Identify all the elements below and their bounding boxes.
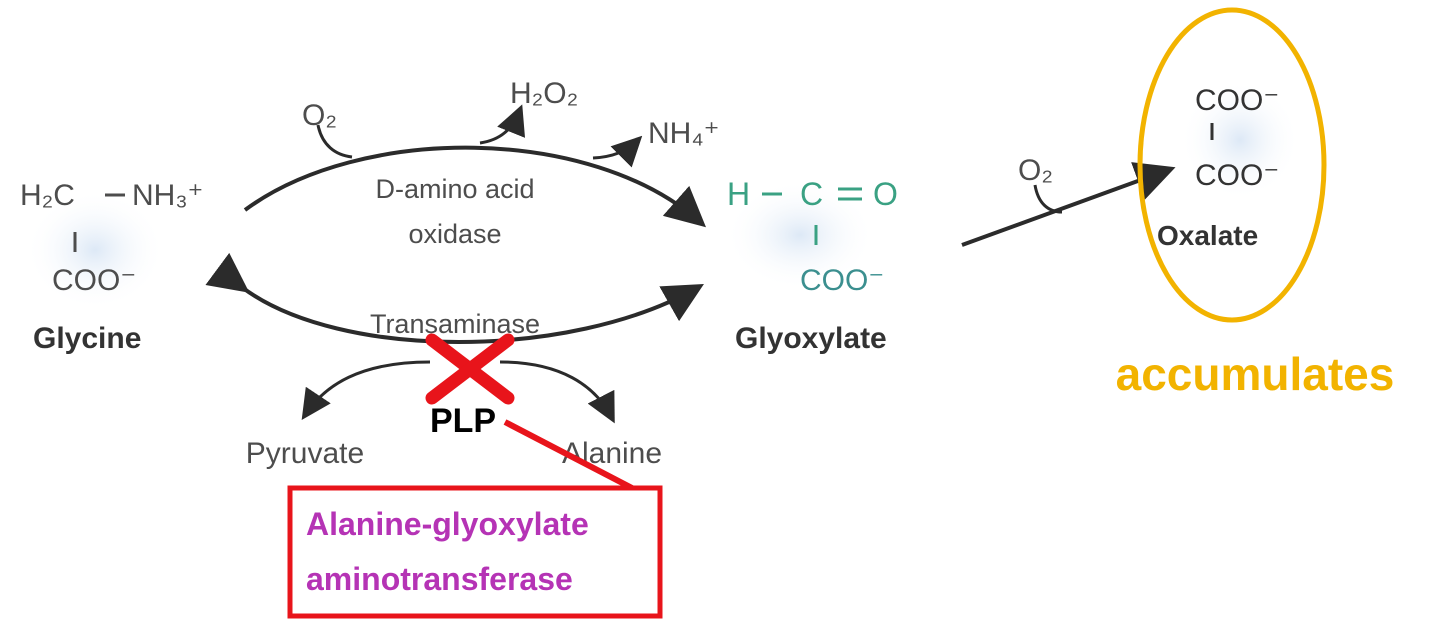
oxidase-arrow xyxy=(243,145,707,228)
pyruvate-branch-arrow xyxy=(301,360,431,420)
glycine-coo: COO⁻ xyxy=(52,264,136,297)
glycine-h2c: H₂C xyxy=(20,179,75,212)
transaminase-arrow xyxy=(205,252,704,344)
oxidase-label-line2: oxidase xyxy=(408,219,501,249)
enzyme-box xyxy=(287,485,663,619)
glyoxylate-c: C xyxy=(800,176,823,212)
glyoxylate-h: H xyxy=(727,176,750,212)
oxalate-o2-curve xyxy=(1033,184,1063,214)
glyoxylate-structure: H C O COO⁻ Glyoxylate xyxy=(727,176,898,355)
oxalate-coo-top: COO⁻ xyxy=(1195,84,1279,117)
enzyme-block-cross-icon xyxy=(425,333,515,405)
glyoxylate-glow xyxy=(725,180,875,290)
oxalate-coo-bottom: COO⁻ xyxy=(1195,159,1279,192)
enzyme-callout-line xyxy=(503,419,634,491)
h2o2-output-arrow xyxy=(479,104,526,145)
oxalate-arrow xyxy=(961,162,1176,247)
plp-label: PLP xyxy=(430,402,496,440)
nh4-output-arrow xyxy=(592,135,643,168)
oxalate-label: Oxalate xyxy=(1157,220,1258,251)
oxalate-highlight-ring xyxy=(1137,7,1327,323)
nh4-label: NH₄⁺ xyxy=(648,117,719,150)
o2-input-curve xyxy=(316,124,353,159)
alanine-branch-arrow xyxy=(499,360,615,424)
h2o2-label: H₂O₂ xyxy=(510,77,578,110)
enzyme-name-line2: aminotransferase xyxy=(306,561,573,597)
oxidase-label-line1: D-amino acid xyxy=(375,174,534,204)
accumulates-label: accumulates xyxy=(1116,348,1395,400)
glyoxylate-coo: COO⁻ xyxy=(800,264,884,297)
glycine-glow xyxy=(25,190,165,310)
glyoxylate-o: O xyxy=(873,176,898,212)
oxalate-structure: COO⁻ COO⁻ Oxalate xyxy=(1157,84,1279,251)
enzyme-name-line1: Alanine-glyoxylate xyxy=(306,506,589,542)
glyoxylate-label: Glyoxylate xyxy=(735,322,887,355)
pyruvate-label: Pyruvate xyxy=(246,437,364,470)
glycine-nh3: NH₃⁺ xyxy=(132,179,203,212)
alanine-label: Alanine xyxy=(562,437,662,470)
glycine-structure: H₂C NH₃⁺ COO⁻ Glycine xyxy=(20,179,203,355)
oxidase-o2: O₂ xyxy=(302,99,337,132)
glycine-label: Glycine xyxy=(33,322,141,355)
oxalate-step-o2: O₂ xyxy=(1018,154,1053,187)
oxalate-glow xyxy=(1180,80,1300,200)
transaminase-label: Transaminase xyxy=(370,309,540,339)
